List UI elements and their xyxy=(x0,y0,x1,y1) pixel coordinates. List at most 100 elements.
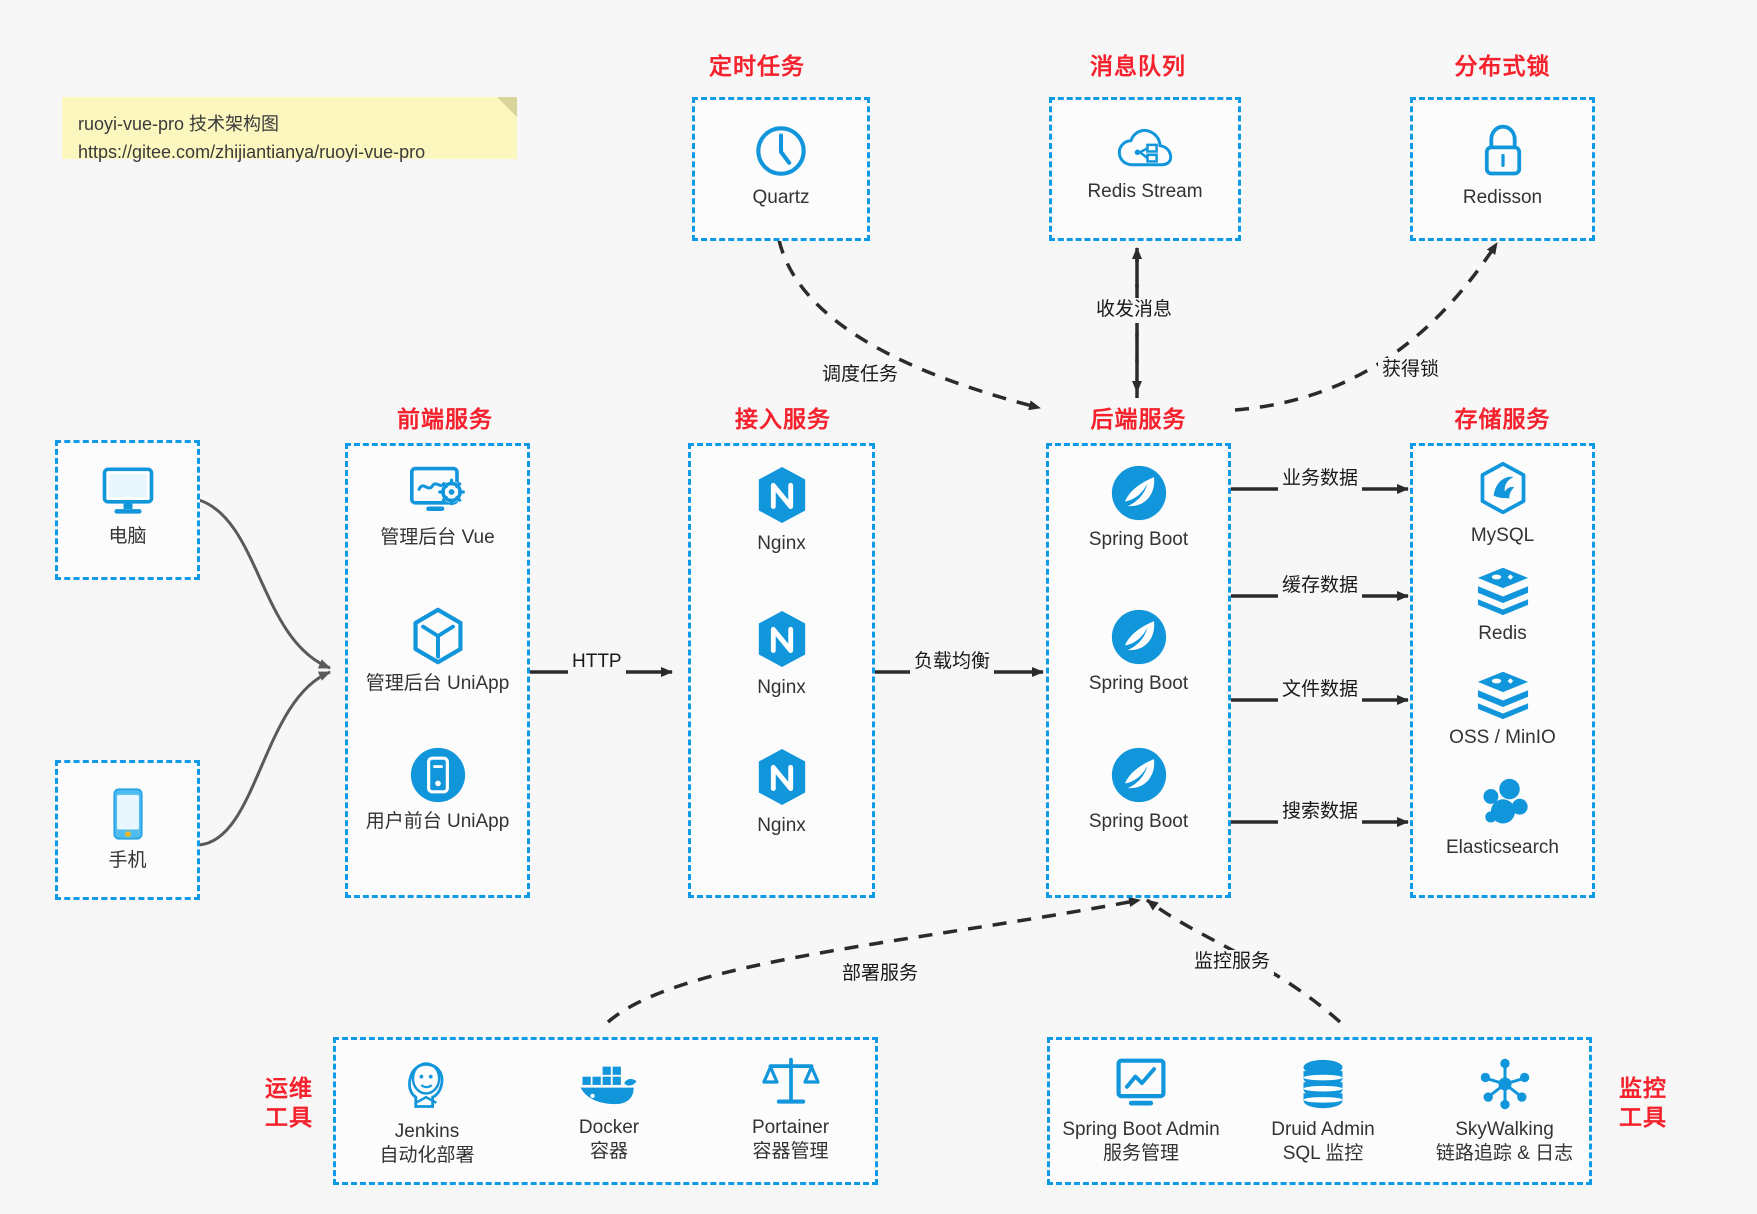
node-label: Docker xyxy=(578,1117,640,1138)
node-spring-boot-1[interactable]: Spring Boot xyxy=(1049,464,1228,552)
node-sublabel: 自动化部署 xyxy=(379,1145,475,1167)
node-sublabel: 链路追踪 & 日志 xyxy=(1435,1143,1574,1165)
group-scheduled-task: Quartz xyxy=(692,97,870,241)
header-ops-tools: 运维 工具 xyxy=(258,1075,320,1133)
group-backend-service: Spring Boot Spring Boot Spring Boot xyxy=(1046,443,1231,898)
group-ops-tools: Jenkins 自动化部署 Docker 容器 xyxy=(333,1037,878,1185)
node-skywalking[interactable]: SkyWalking 链路追踪 & 日志 xyxy=(1414,1056,1595,1167)
node-label: SkyWalking xyxy=(1455,1119,1554,1140)
nginx-icon xyxy=(691,608,872,670)
node-admin-uniapp[interactable]: 管理后台 UniApp xyxy=(348,606,527,696)
node-label: 管理后台 Vue xyxy=(380,527,495,548)
node-user-uniapp[interactable]: 用户前台 UniApp xyxy=(348,746,527,834)
header-distributed-lock: 分布式锁 xyxy=(1454,54,1551,80)
elasticsearch-icon xyxy=(1413,776,1592,830)
edge-label-send-receive-message: 收发消息 xyxy=(1092,298,1177,323)
node-label: Nginx xyxy=(757,815,806,836)
node-label: Druid Admin xyxy=(1271,1119,1375,1140)
nginx-icon xyxy=(691,464,872,526)
header-gateway-service: 接入服务 xyxy=(735,407,831,433)
diagram-note: ruoyi-vue-pro 技术架构图 https://gitee.com/zh… xyxy=(62,97,517,162)
group-storage-service: MySQL Redis xyxy=(1410,443,1595,898)
node-quartz[interactable]: Quartz xyxy=(695,122,867,210)
node-nginx-2[interactable]: Nginx xyxy=(691,608,872,700)
node-spring-boot-2[interactable]: Spring Boot xyxy=(1049,608,1228,696)
monitor-chart-icon xyxy=(1050,1056,1232,1112)
node-nginx-1[interactable]: Nginx xyxy=(691,464,872,556)
phone-circle-icon xyxy=(348,746,527,804)
node-druid-admin[interactable]: Druid Admin SQL 监控 xyxy=(1232,1058,1414,1167)
header-backend-service: 后端服务 xyxy=(1090,407,1187,433)
node-label: Elasticsearch xyxy=(1446,837,1559,858)
group-monitor-tools: Spring Boot Admin 服务管理 xyxy=(1047,1037,1592,1185)
edge-label-load-balance: 负载均衡 xyxy=(910,650,995,675)
node-nginx-3[interactable]: Nginx xyxy=(691,746,872,838)
header-ops-tools-line2: 工具 xyxy=(265,1104,313,1131)
node-mobile[interactable]: 手机 xyxy=(58,785,197,873)
edge-label-search-data: 搜索数据 xyxy=(1278,800,1363,825)
header-monitor-tools-line2: 工具 xyxy=(1619,1104,1667,1131)
note-title: ruoyi-vue-pro 技术架构图 xyxy=(78,114,280,134)
edge-label-file-data: 文件数据 xyxy=(1278,678,1363,703)
node-label: Spring Boot Admin xyxy=(1062,1119,1220,1140)
node-label: MySQL xyxy=(1470,525,1535,546)
nginx-icon xyxy=(691,746,872,808)
node-label: Spring Boot xyxy=(1088,673,1189,694)
spring-boot-icon xyxy=(1049,608,1228,666)
skywalking-icon xyxy=(1414,1056,1595,1112)
jenkins-icon xyxy=(336,1056,518,1114)
node-label: 电脑 xyxy=(108,526,147,547)
node-elasticsearch[interactable]: Elasticsearch xyxy=(1413,776,1592,860)
node-label: Portainer xyxy=(751,1117,830,1138)
node-label: Nginx xyxy=(757,677,806,698)
node-label: Redisson xyxy=(1462,187,1543,208)
group-client-mobile: 手机 xyxy=(55,760,200,900)
docker-icon xyxy=(518,1058,700,1110)
edge-label-monitor-service: 监控服务 xyxy=(1190,950,1275,975)
edge-label-deploy-service: 部署服务 xyxy=(838,962,923,987)
node-sublabel: 容器管理 xyxy=(752,1141,829,1163)
cloud-stream-icon xyxy=(1052,124,1238,174)
node-jenkins[interactable]: Jenkins 自动化部署 xyxy=(336,1056,518,1169)
header-monitor-tools-line1: 监控 xyxy=(1619,1076,1667,1102)
group-message-queue: Redis Stream xyxy=(1049,97,1241,241)
node-label: Nginx xyxy=(757,533,806,554)
node-label: Redis xyxy=(1478,623,1527,644)
node-label: Jenkins xyxy=(394,1121,460,1142)
node-mysql[interactable]: MySQL xyxy=(1413,460,1592,548)
edge-label-acquire-lock: 获得锁 xyxy=(1378,358,1444,383)
group-gateway-service: Nginx Nginx Nginx xyxy=(688,443,875,898)
group-frontend-service: 管理后台 Vue 管理后台 UniApp 用户前台 UniApp xyxy=(345,443,530,898)
node-redis-stream[interactable]: Redis Stream xyxy=(1052,124,1238,204)
node-label: 手机 xyxy=(108,850,147,871)
node-admin-vue[interactable]: 管理后台 Vue xyxy=(348,464,527,550)
note-fold-corner xyxy=(497,97,517,117)
node-sublabel: 容器 xyxy=(589,1141,628,1163)
node-label: 管理后台 UniApp xyxy=(365,673,510,694)
mobile-icon xyxy=(58,785,197,843)
spring-boot-icon xyxy=(1049,746,1228,804)
node-redis[interactable]: Redis xyxy=(1413,564,1592,646)
node-portainer[interactable]: Portainer 容器管理 xyxy=(700,1054,881,1165)
edge-label-schedule-task: 调度任务 xyxy=(818,363,903,388)
spring-boot-icon xyxy=(1049,464,1228,522)
node-docker[interactable]: Docker 容器 xyxy=(518,1058,700,1165)
database-icon xyxy=(1232,1058,1414,1112)
node-spring-boot-admin[interactable]: Spring Boot Admin 服务管理 xyxy=(1050,1056,1232,1167)
header-scheduled-task: 定时任务 xyxy=(709,54,805,80)
node-spring-boot-3[interactable]: Spring Boot xyxy=(1049,746,1228,834)
oss-icon xyxy=(1413,668,1592,720)
node-redisson[interactable]: Redisson xyxy=(1413,122,1592,210)
header-message-queue: 消息队列 xyxy=(1090,54,1186,80)
node-label: 用户前台 UniApp xyxy=(365,811,510,832)
node-oss-minio[interactable]: OSS / MinIO xyxy=(1413,668,1592,750)
header-frontend-service: 前端服务 xyxy=(397,407,493,433)
node-desktop[interactable]: 电脑 xyxy=(58,463,197,549)
scales-icon xyxy=(700,1054,881,1110)
edge-label-business-data: 业务数据 xyxy=(1278,467,1363,492)
edge-label-http: HTTP xyxy=(568,650,626,675)
clock-icon xyxy=(695,122,867,180)
mysql-icon xyxy=(1413,460,1592,518)
edge-label-cache-data: 缓存数据 xyxy=(1278,574,1363,599)
header-monitor-tools: 监控 工具 xyxy=(1612,1075,1674,1133)
